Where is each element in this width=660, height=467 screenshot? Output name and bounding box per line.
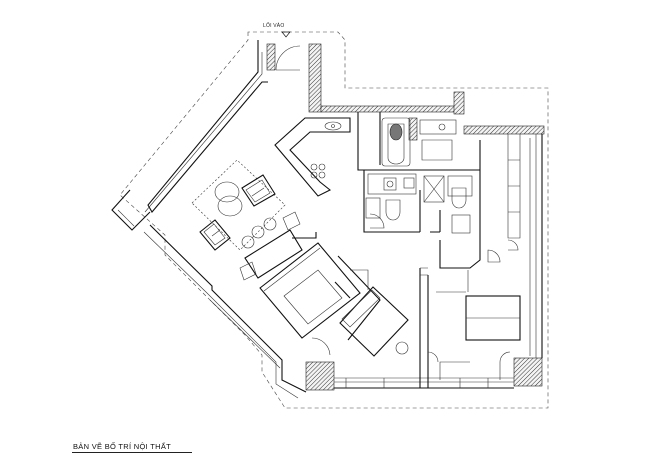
wall-bath-stub	[408, 117, 418, 141]
plan-caption: BẢN VẼ BỐ TRÍ NỘI THẤT	[73, 442, 172, 451]
toilet-2	[451, 187, 467, 209]
exterior-wall-bay	[111, 189, 151, 231]
washbasin-2	[447, 175, 473, 197]
dining-set	[239, 211, 303, 281]
bed-third	[465, 295, 521, 341]
bedside-lamp	[395, 341, 409, 355]
partition-bedroom-mid	[419, 268, 429, 388]
bath-fixture	[389, 123, 403, 141]
bed-master	[259, 242, 361, 339]
column-bottom-right	[513, 357, 543, 387]
partition-bedroom-left	[379, 112, 481, 269]
entrance-marker	[281, 31, 291, 38]
partition-bath-hall	[364, 169, 480, 232]
toilet-1	[385, 199, 401, 221]
column-top-center	[453, 91, 465, 115]
bed-second	[339, 286, 409, 357]
wardrobe-right	[507, 134, 521, 239]
bathtub	[381, 117, 411, 167]
site-boundary	[119, 31, 549, 409]
bedroom-3-partitions	[436, 249, 501, 293]
column-bottom-left	[305, 361, 335, 391]
coffee-table-1	[214, 181, 240, 203]
kitchen-counter	[274, 117, 351, 197]
wc-room-fixture	[367, 173, 417, 195]
coffee-table-2	[217, 195, 243, 217]
wall-entry-right	[308, 43, 322, 113]
armchair-left	[199, 219, 231, 251]
exterior-wall-diagonal	[147, 40, 268, 213]
column-top-left	[266, 43, 276, 71]
wall-top-mid	[320, 105, 456, 113]
exterior-wall-lower-diagonal	[149, 224, 307, 393]
entrance-door	[275, 45, 301, 71]
wall-top-right	[463, 125, 545, 135]
bedroom-1-wall	[292, 232, 381, 341]
vanity	[419, 119, 457, 135]
caption-underline	[72, 452, 192, 453]
cooktop	[310, 163, 326, 179]
armchair-top	[241, 174, 276, 207]
entrance-label: LỐI VÀO	[263, 23, 285, 29]
shower-tray	[423, 175, 445, 203]
kitchen-sink	[324, 121, 342, 131]
living-rug	[191, 159, 286, 251]
